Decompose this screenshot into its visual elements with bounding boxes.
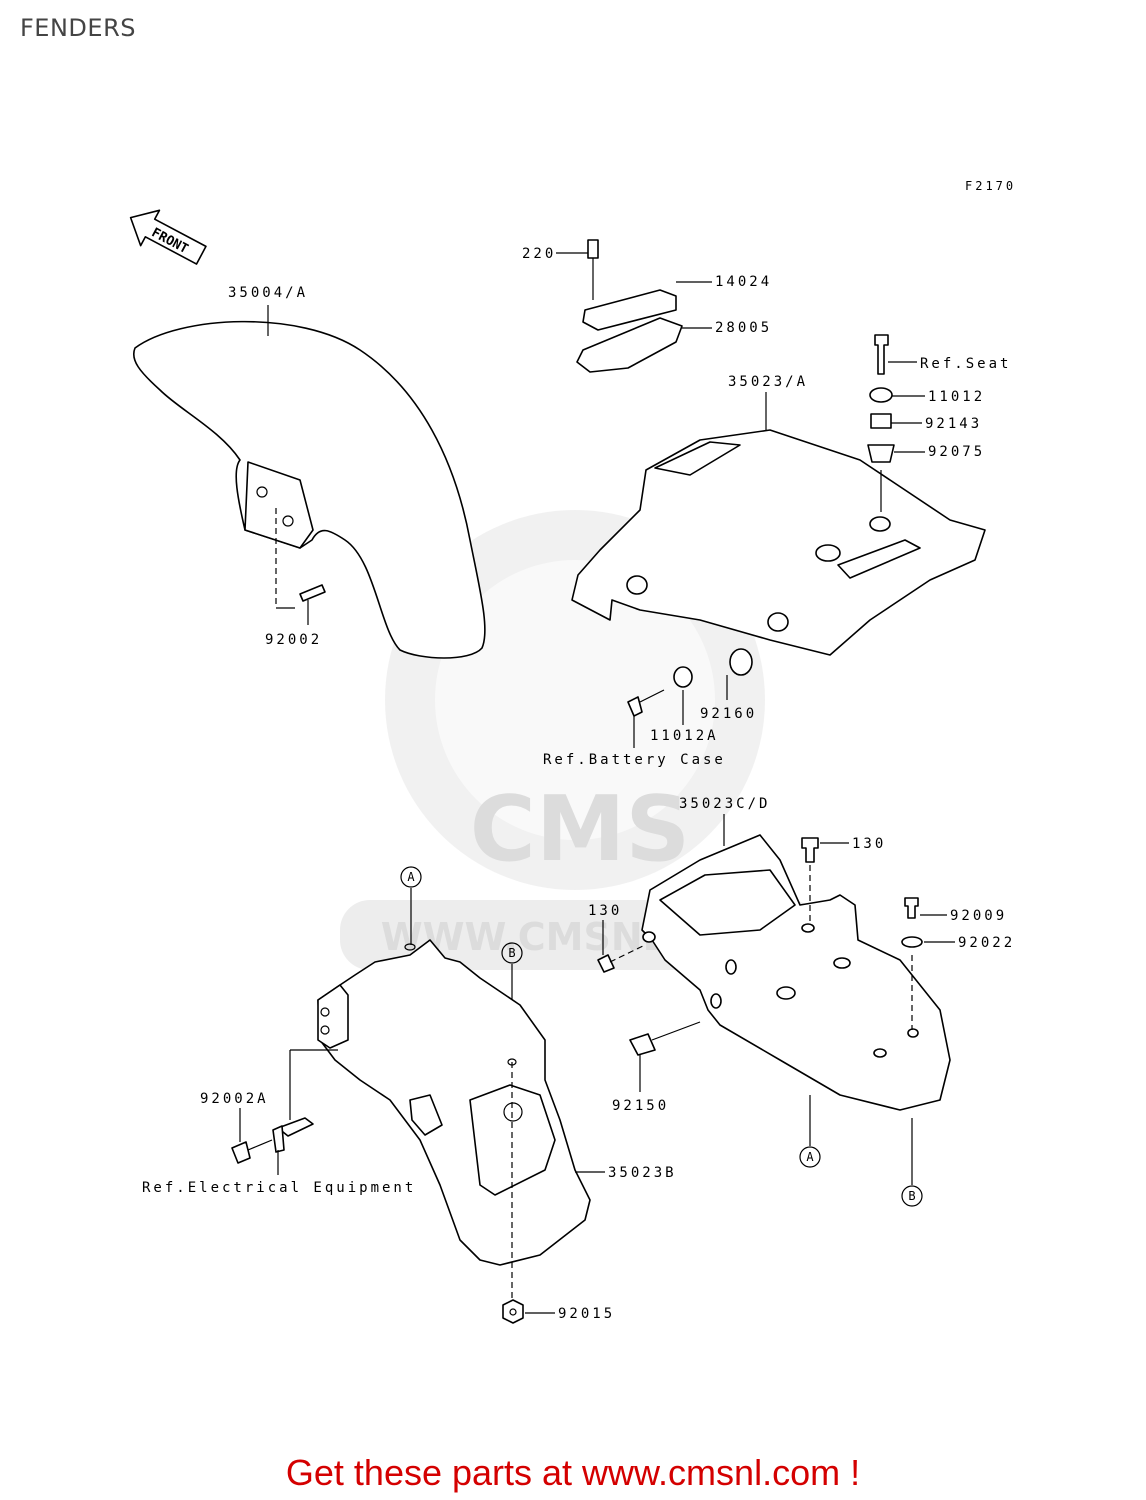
label-ref-electrical-equipment: Ref.Electrical Equipment (142, 1180, 416, 1196)
svg-text:B: B (508, 946, 515, 960)
label-11012a: 11012A (650, 728, 719, 744)
seat-hardware (867, 334, 895, 512)
label-220: 220 (522, 246, 556, 262)
label-92002: 92002 (265, 632, 322, 648)
label-92015: 92015 (558, 1306, 615, 1322)
label-ref-battery-case: Ref.Battery Case (543, 752, 726, 768)
label-92022: 92022 (958, 935, 1015, 951)
battery-hardware (627, 648, 753, 717)
label-92150: 92150 (612, 1098, 669, 1114)
marker-a-bottom: A (799, 1146, 821, 1168)
cover-assembly (576, 239, 683, 373)
rear-flap (317, 939, 591, 1300)
label-130-top: 130 (852, 836, 886, 852)
marker-b-left: B (501, 942, 523, 964)
label-92002a: 92002A (200, 1091, 269, 1107)
label-35023cd: 35023C/D (679, 796, 770, 812)
page-title: FENDERS (20, 14, 136, 42)
svg-text:A: A (407, 870, 415, 884)
label-130-left: 130 (588, 903, 622, 919)
rear-fender-front (571, 429, 986, 656)
label-28005: 28005 (715, 320, 772, 336)
label-ref-seat: Ref.Seat (920, 356, 1011, 372)
svg-text:A: A (806, 1150, 814, 1164)
label-35023a: 35023/A (728, 374, 808, 390)
rear-fender-rear (641, 834, 951, 1111)
front-fender (133, 305, 486, 659)
label-92160: 92160 (700, 706, 757, 722)
svg-text:CMS: CMS (470, 777, 690, 882)
cta-link[interactable]: Get these parts at www.cmsnl.com ! (285, 1452, 861, 1493)
label-92009: 92009 (950, 908, 1007, 924)
svg-text:B: B (908, 1189, 915, 1203)
marker-a-top: A (400, 866, 422, 888)
label-35023b: 35023B (608, 1165, 677, 1181)
label-11012: 11012 (928, 389, 985, 405)
front-arrow-icon: FRONT (129, 209, 207, 265)
marker-b-bottom: B (901, 1185, 923, 1207)
label-92075: 92075 (928, 444, 985, 460)
label-35004a: 35004/A (228, 285, 308, 301)
label-92143: 92143 (925, 416, 982, 432)
diagram-code: F2170 (965, 179, 1016, 193)
label-14024: 14024 (715, 274, 772, 290)
